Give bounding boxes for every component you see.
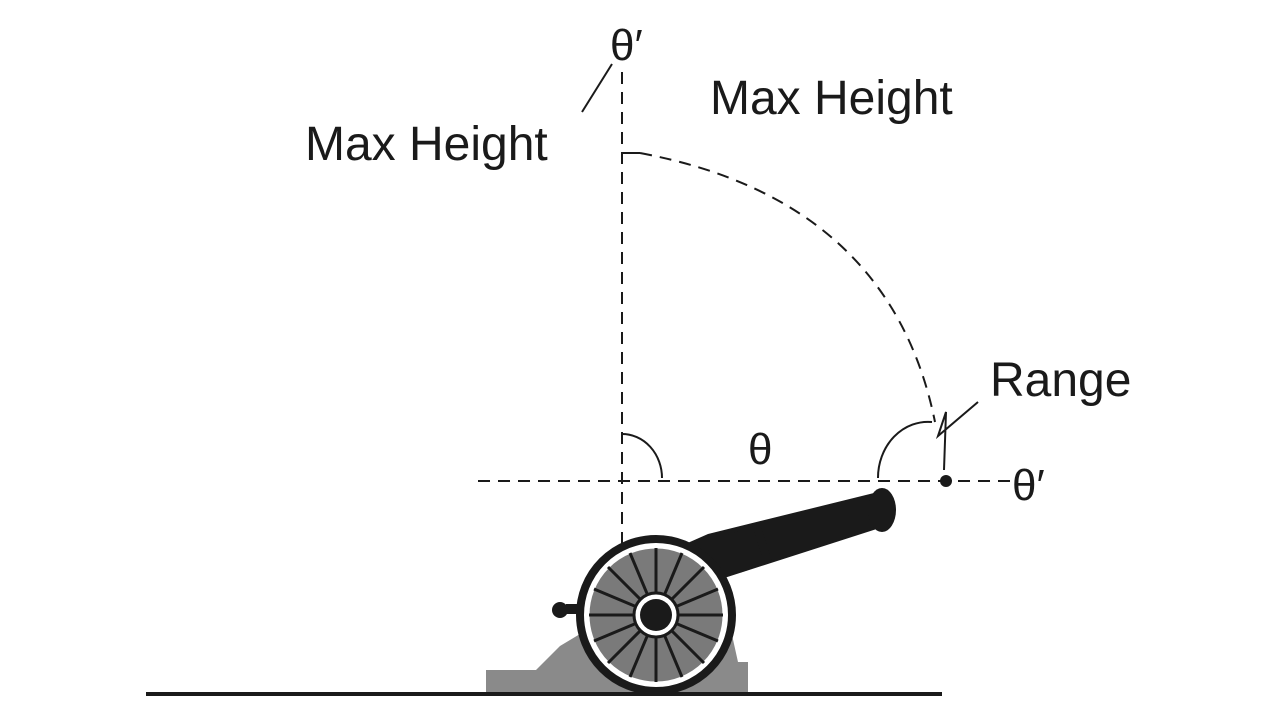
theta-label: θ bbox=[748, 425, 772, 474]
trajectory-arc bbox=[639, 152, 936, 423]
cannon-wheel bbox=[576, 535, 736, 695]
max-height-left-label: Max Height bbox=[305, 118, 548, 171]
angle-arc-range bbox=[876, 420, 933, 479]
leader-line-max-height bbox=[581, 63, 613, 113]
leader-line-range bbox=[935, 401, 979, 471]
cannon bbox=[486, 488, 896, 695]
max-height-right-label: Max Height bbox=[710, 72, 953, 125]
range-label: Range bbox=[990, 354, 1131, 407]
theta-prime-right-label: θ′ bbox=[1012, 461, 1045, 510]
range-point bbox=[940, 475, 952, 487]
theta-prime-top-label: θ′ bbox=[610, 21, 643, 70]
angle-arc-origin bbox=[621, 433, 663, 479]
